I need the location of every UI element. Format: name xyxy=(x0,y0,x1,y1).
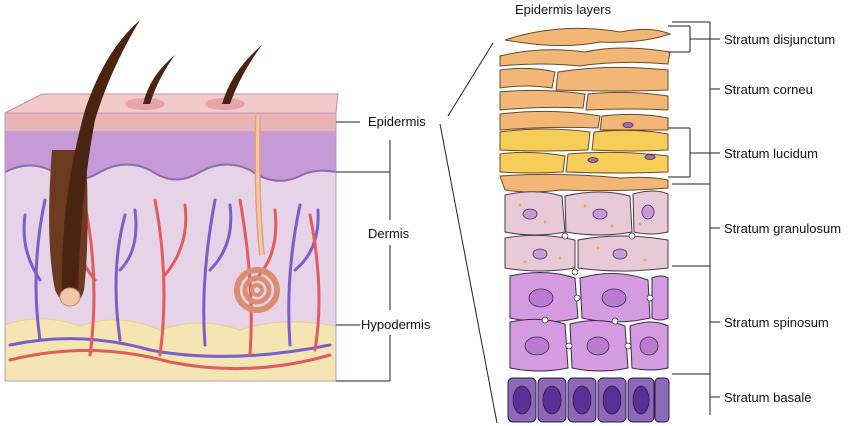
label-dermis: Dermis xyxy=(368,226,410,241)
layer-basale-nuclei xyxy=(512,385,650,415)
label-stratum-disjunctum: Stratum disjunctum xyxy=(724,32,835,47)
main-hair xyxy=(61,20,140,295)
right-bracket-lines xyxy=(668,21,720,415)
skin-outline xyxy=(4,112,337,382)
label-stratum-corneu: Stratum corneu xyxy=(724,82,813,97)
hair-follicle xyxy=(49,20,140,307)
left-pointer-lines xyxy=(336,121,391,382)
label-stratum-spinosum: Stratum spinosum xyxy=(724,315,829,330)
layer-lucidum-cells xyxy=(499,128,669,193)
label-epidermis: Epidermis xyxy=(368,114,426,129)
layer-corneum-cells xyxy=(499,27,672,131)
epidermis-band-top xyxy=(5,113,336,131)
diagram-title: Epidermis layers xyxy=(515,2,612,17)
zoom-lines xyxy=(439,42,498,424)
desmosomes xyxy=(541,232,654,350)
epidermis-layers-column xyxy=(499,27,672,423)
gland-coil xyxy=(234,267,280,313)
layer-granulosum-nuclei xyxy=(522,204,655,260)
granules xyxy=(518,203,647,264)
layer-granulosum-cells xyxy=(504,190,669,272)
label-stratum-lucidum: Stratum lucidum xyxy=(724,146,818,161)
label-stratum-basale: Stratum basale xyxy=(724,390,811,405)
hypodermis-region xyxy=(4,318,337,382)
hair-bulb xyxy=(59,287,81,307)
layer-spinosum-cells xyxy=(509,271,669,372)
short-hair-2 xyxy=(222,45,262,104)
short-hair-1 xyxy=(143,55,175,104)
veins xyxy=(8,198,332,358)
skin-surface xyxy=(4,93,339,114)
layer-corneum-nuclei xyxy=(587,122,656,163)
skin-cross-section xyxy=(4,20,339,382)
sweat-gland xyxy=(234,114,280,313)
label-hypodermis: Hypodermis xyxy=(361,317,431,332)
label-stratum-granulosum: Stratum granulosum xyxy=(724,221,841,236)
layer-spinosum-nuclei xyxy=(524,288,659,356)
